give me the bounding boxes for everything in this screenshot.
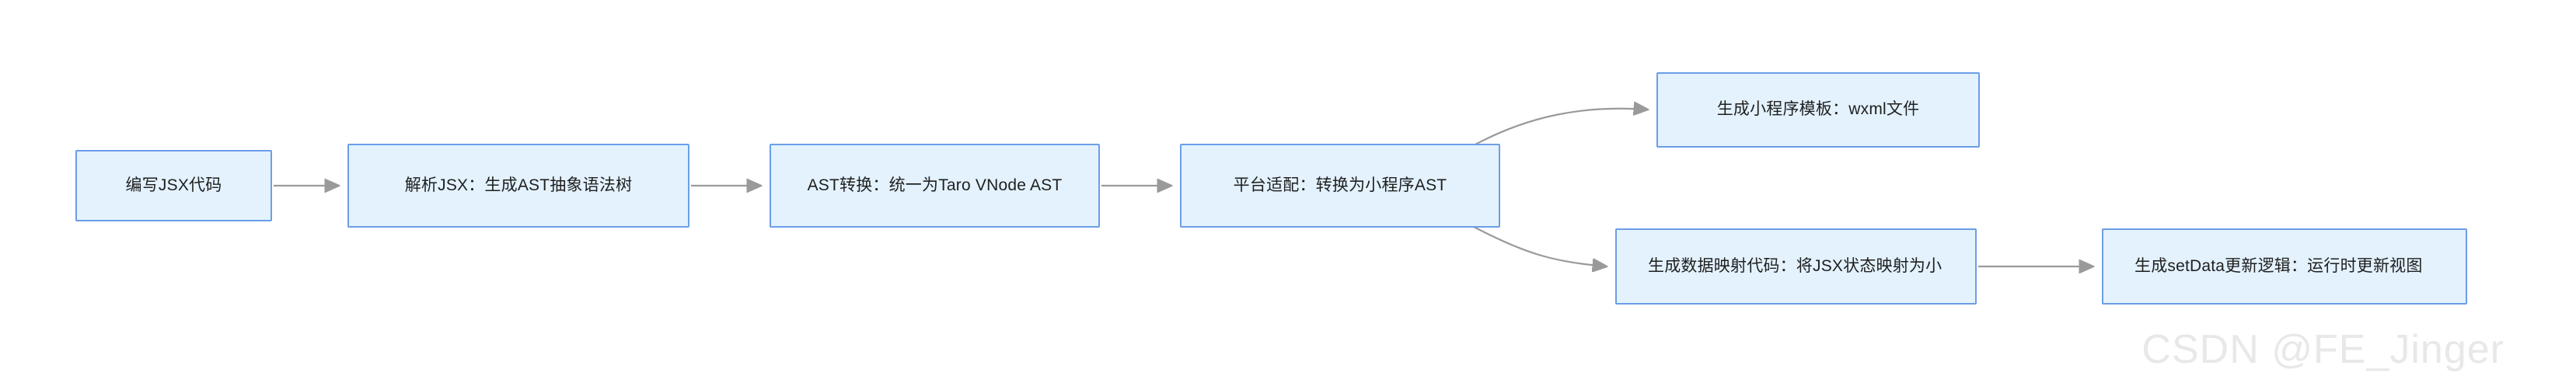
node-parse-jsx[interactable]: 解析JSX：生成AST抽象语法树 xyxy=(347,144,689,228)
node-setdata-logic[interactable]: 生成setData更新逻辑：运行时更新视图 xyxy=(2102,228,2467,305)
node-ast-transform[interactable]: AST转换：统一为Taro VNode AST xyxy=(770,144,1100,228)
node-parse-jsx-label: 解析JSX：生成AST抽象语法树 xyxy=(404,176,633,194)
node-data-mapping-label: 生成数据映射代码：将JSX状态映射为小 xyxy=(1648,256,1942,275)
csdn-watermark: CSDN @FE_Jinger xyxy=(2141,327,2504,372)
node-wxml-template-label: 生成小程序模板：wxml文件 xyxy=(1716,100,1920,119)
node-platform-adapt[interactable]: 平台适配：转换为小程序AST xyxy=(1180,144,1500,228)
node-data-mapping[interactable]: 生成数据映射代码：将JSX状态映射为小 xyxy=(1615,228,1977,305)
edge-platform-adapt-to-wxml-template xyxy=(1473,109,1648,146)
node-setdata-logic-label: 生成setData更新逻辑：运行时更新视图 xyxy=(2134,256,2423,275)
node-write-jsx-label: 编写JSX代码 xyxy=(125,176,222,194)
node-write-jsx[interactable]: 编写JSX代码 xyxy=(75,150,272,221)
edge-platform-adapt-to-data-mapping xyxy=(1473,226,1607,266)
node-platform-adapt-label: 平台适配：转换为小程序AST xyxy=(1233,176,1447,194)
node-wxml-template[interactable]: 生成小程序模板：wxml文件 xyxy=(1656,72,1980,148)
node-ast-transform-label: AST转换：统一为Taro VNode AST xyxy=(807,176,1063,194)
